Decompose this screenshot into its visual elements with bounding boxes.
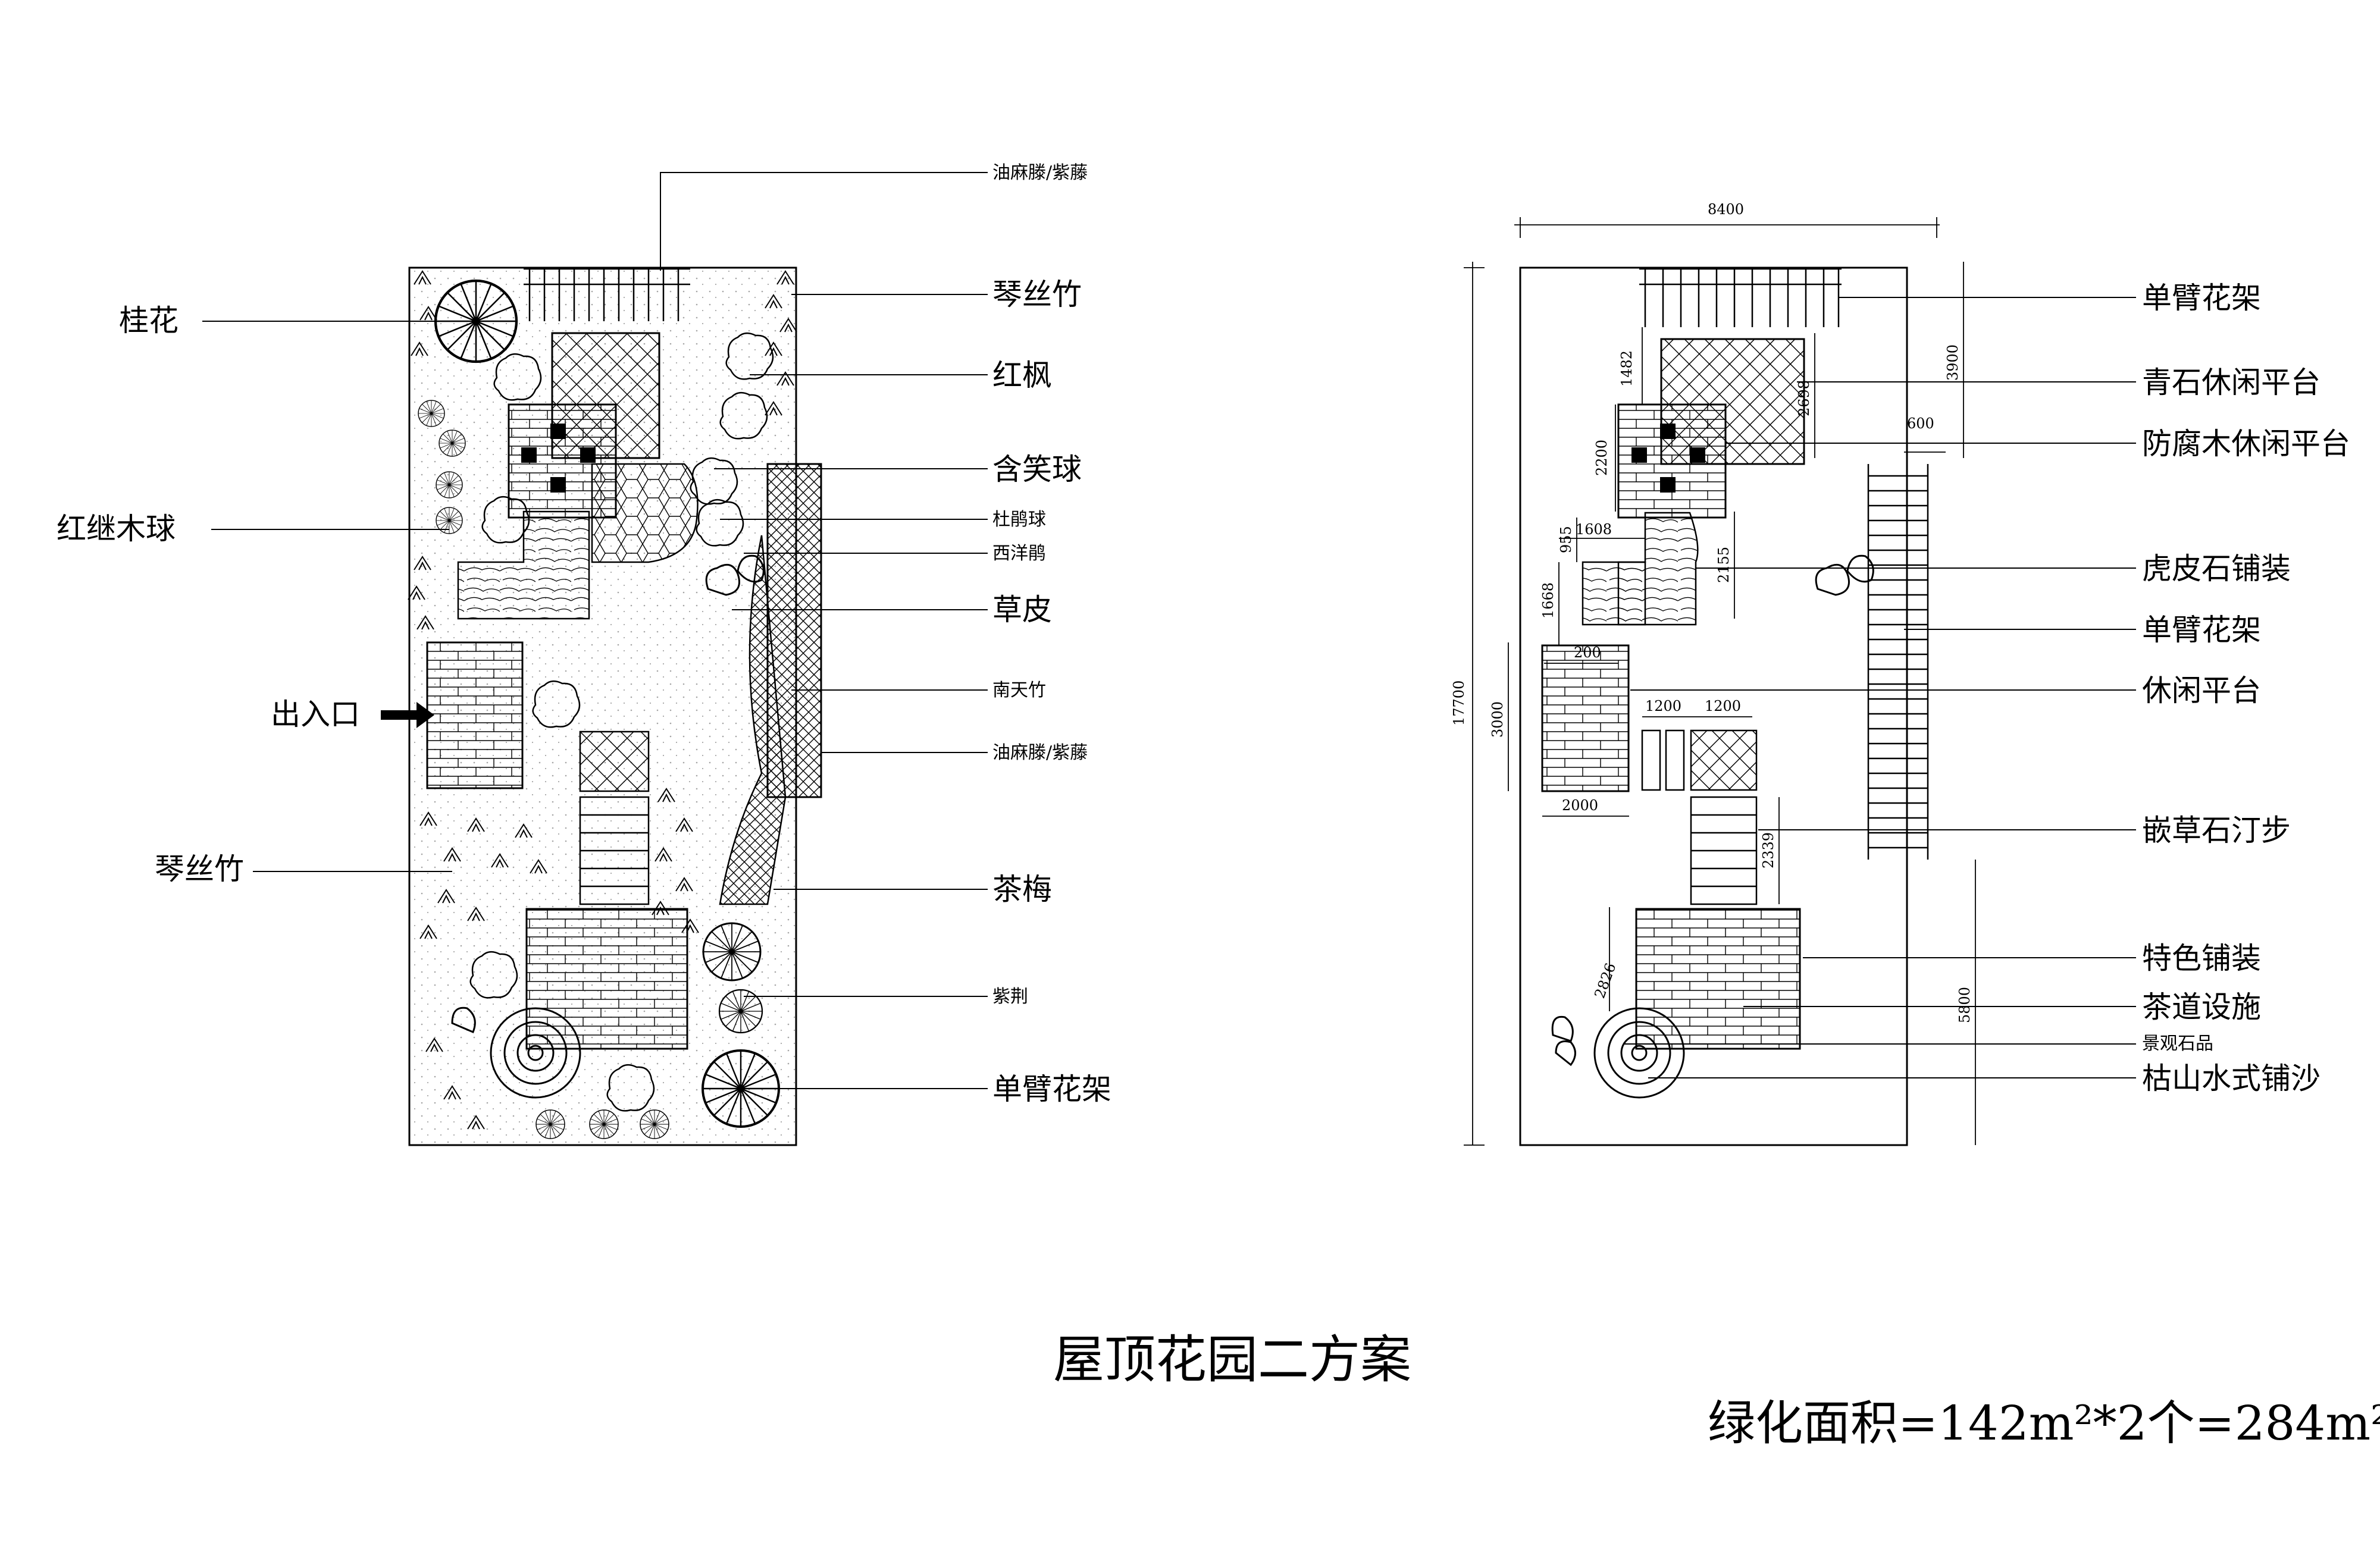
- dim-2200: 2200: [1593, 440, 1610, 476]
- label-osmanthus: 桂花: [119, 303, 178, 338]
- dim-2339: 2339: [1760, 832, 1777, 868]
- dry-landscape: [490, 1007, 581, 1099]
- dim-1668: 1668: [1540, 582, 1557, 619]
- label-landscape-stone: 景观石品: [2142, 1033, 2213, 1054]
- dim-2155: 2155: [1715, 547, 1732, 583]
- label-grass-stepping-stones: 嵌草石汀步: [2142, 813, 2291, 848]
- label-azalea-ball: 杜鹃球: [992, 509, 1046, 530]
- dim-2698: 2698: [1796, 380, 1812, 416]
- right-site-boundary: [1519, 266, 1908, 1146]
- dim-200: 200: [1574, 644, 1601, 661]
- label-camellia: 茶梅: [992, 872, 1052, 907]
- dim-955: 955: [1558, 526, 1574, 553]
- label-leisure-platform: 休闲平台: [2142, 673, 2261, 708]
- dim-width: 8400: [1708, 201, 1744, 218]
- label-loropetalum-ball: 红继木球: [57, 512, 176, 546]
- label-michelia-ball: 含笑球: [992, 452, 1082, 487]
- dim-height: 17700: [1451, 681, 1467, 726]
- label-vine-top: 油麻滕/紫藤: [992, 162, 1088, 183]
- entrance-platform: [426, 641, 524, 789]
- dim-3000: 3000: [1489, 701, 1506, 738]
- label-bamboo-left: 琴丝竹: [155, 852, 244, 886]
- dim-5800: 5800: [1956, 987, 1973, 1023]
- dim-600: 600: [1907, 415, 1934, 432]
- flagstone-path: [457, 510, 590, 620]
- label-nandina: 南天竹: [992, 680, 1046, 701]
- label-western-azalea: 西洋鹃: [992, 543, 1046, 564]
- label-redbud: 紫荆: [992, 986, 1028, 1007]
- left-planting-plan: 桂花 红继木球 出入口 琴丝竹 油麻滕/紫藤 琴丝竹 红枫 含笑球 杜鹃球 西洋…: [57, 162, 1111, 1146]
- label-dry-sand: 枯山水式铺沙: [2142, 1061, 2320, 1096]
- label-feature-paving: 特色铺装: [2142, 941, 2261, 976]
- label-lawn: 草皮: [992, 592, 1052, 627]
- label-wood-deck: 防腐木休闲平台: [2142, 427, 2350, 461]
- label-red-maple: 红枫: [992, 358, 1052, 393]
- dim-1608: 1608: [1576, 521, 1612, 538]
- dim-2826: 2826: [1591, 961, 1619, 1001]
- label-pergola-left: 单臂花架: [992, 1072, 1111, 1106]
- label-tiger-stone-paving: 虎皮石铺装: [2142, 551, 2291, 586]
- dim-1482: 1482: [1618, 350, 1635, 387]
- right-dimension-plan: 8400 17700 1482 2698 3900 600 2200 955 1…: [1451, 201, 2350, 1146]
- right-trellis: [1867, 464, 1929, 860]
- label-tea-facility: 茶道设施: [2142, 990, 2261, 1024]
- label-bamboo-right: 琴丝竹: [992, 277, 1082, 312]
- dim-1200-b: 1200: [1705, 698, 1741, 714]
- hex-paving: [591, 463, 699, 563]
- entrance-arrow: [381, 702, 434, 728]
- label-bluestone-platform: 青石休闲平台: [2142, 365, 2320, 400]
- label-pergola-side: 单臂花架: [2142, 613, 2261, 647]
- green-area-note: 绿化面积=142m²*2个=284m²: [1708, 1396, 2380, 1451]
- dim-3900: 3900: [1944, 344, 1961, 381]
- label-pergola-top: 单臂花架: [2142, 281, 2261, 315]
- dim-2000: 2000: [1562, 797, 1598, 814]
- dim-1200-a: 1200: [1645, 698, 1681, 714]
- label-entrance: 出入口: [271, 697, 360, 732]
- label-vine-mid: 油麻滕/紫藤: [992, 742, 1088, 763]
- top-pergola: [524, 268, 690, 321]
- stepping-stones: [579, 796, 650, 905]
- drawing-title: 屋顶花园二方案: [1053, 1330, 1411, 1390]
- feature-paving: [525, 908, 688, 1050]
